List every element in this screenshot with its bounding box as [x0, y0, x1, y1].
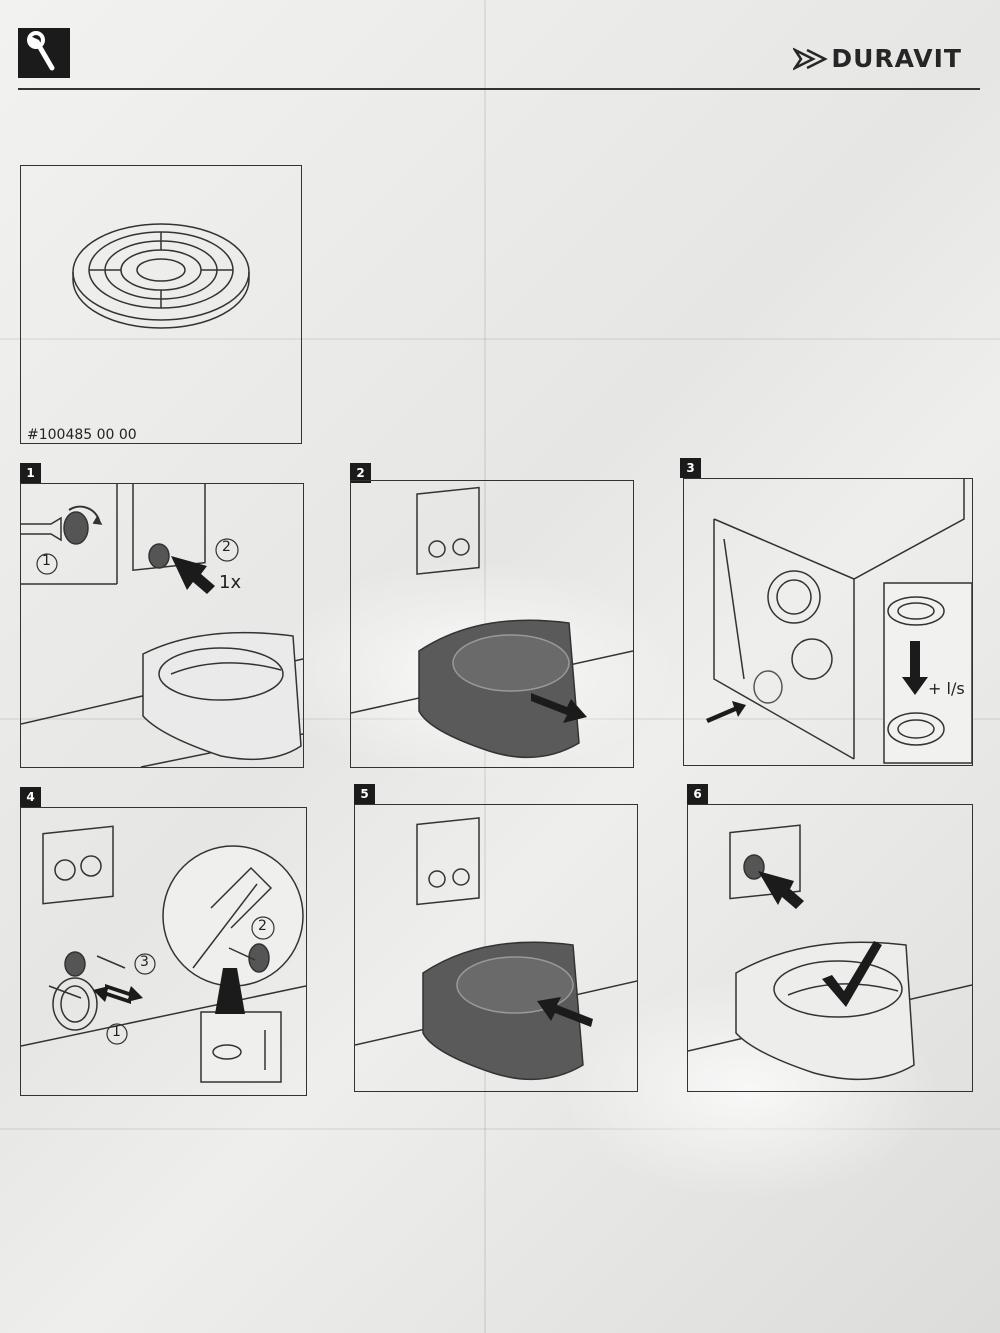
wrench-icon: [27, 31, 55, 71]
step-badge: 5: [354, 784, 375, 804]
step-badge: 4: [20, 787, 41, 807]
step-panel-3: + l/s: [683, 478, 973, 766]
step-3-illustration: [706, 479, 972, 764]
step-badge: 3: [680, 458, 701, 478]
tool-badge: [18, 28, 70, 78]
step-4-label-2: 2: [258, 918, 267, 934]
step-1-circle-1: [36, 553, 58, 575]
step-1-count: 1x: [219, 572, 242, 593]
checkmark-icon: [822, 941, 882, 1007]
step-3-flow-label: + l/s: [928, 679, 965, 698]
brand-name: DURAVIT: [831, 44, 962, 73]
step-4-illustration: [21, 825, 306, 1083]
step-6-illustration: [688, 824, 972, 1081]
drain-grate-illustration: [72, 223, 250, 329]
step-1-illustration: [21, 484, 303, 767]
step-panel-1: 1 2 1x: [20, 483, 304, 768]
step-5-illustration: [355, 817, 637, 1081]
paper-fold: [0, 1128, 1000, 1130]
part-number: #100485 00 00: [27, 427, 137, 443]
part-box: #100485 00 00: [20, 165, 302, 444]
brand-logo: DURAVIT: [793, 44, 962, 73]
header-rule: [18, 88, 980, 90]
step-badge: 6: [687, 784, 708, 804]
step-panel-4: 1 2 3: [20, 807, 307, 1096]
step-4-label-3: 3: [140, 954, 149, 970]
duravit-logo-icon: [793, 47, 829, 70]
step-badge: 1: [20, 463, 41, 483]
step-panel-5: [354, 804, 638, 1092]
step-badge: 2: [350, 463, 371, 483]
step-1-label-2: 2: [222, 539, 231, 555]
step-2-illustration: [351, 486, 633, 759]
step-panel-6: [687, 804, 973, 1092]
paper-fold: [0, 338, 1000, 340]
step-1-label-1: 1: [42, 553, 51, 569]
step-panel-2: [350, 480, 634, 768]
step-4-label-1: 1: [112, 1024, 121, 1040]
